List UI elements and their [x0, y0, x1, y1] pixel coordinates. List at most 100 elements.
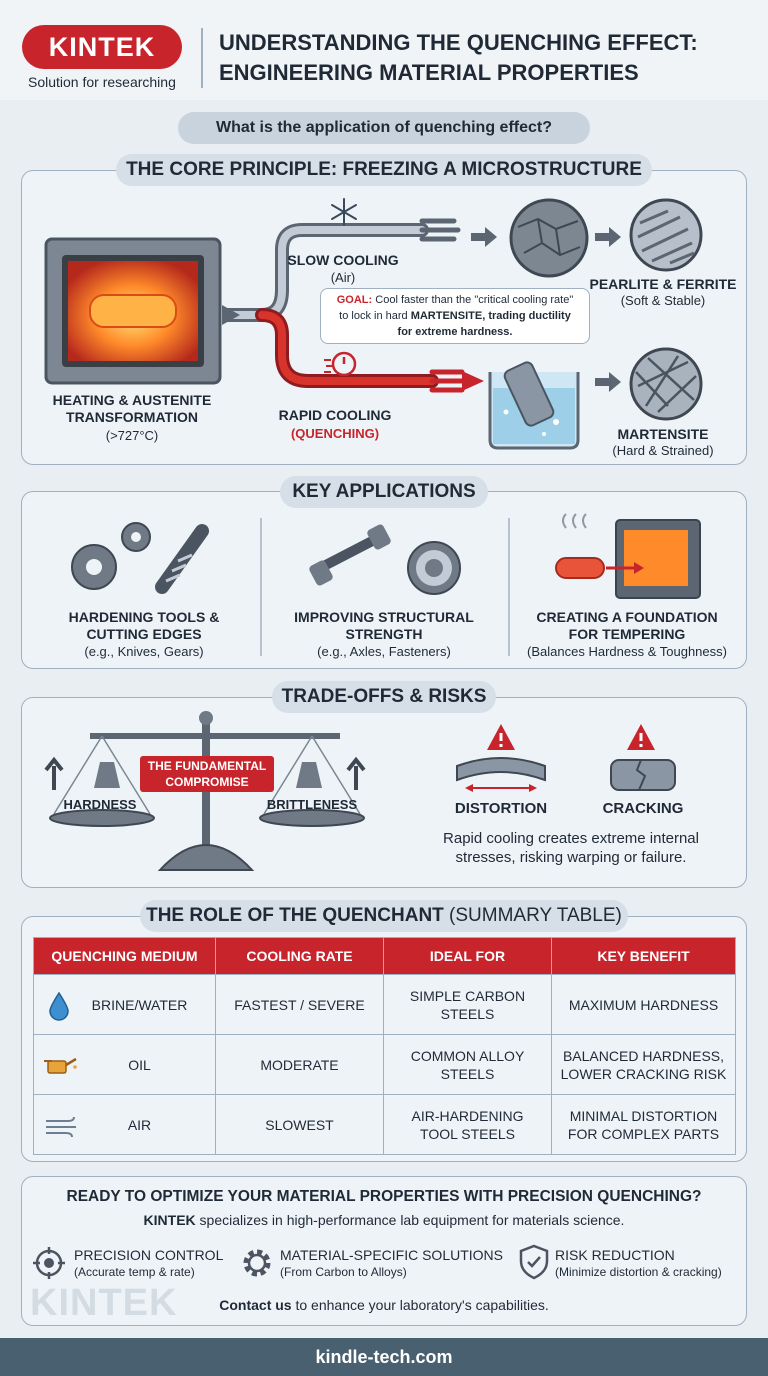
feature-1-title: PRECISION CONTROL: [74, 1247, 224, 1263]
app-2-line-2: STRENGTH: [345, 626, 423, 642]
rate-cell: MODERATE: [215, 1034, 384, 1095]
tempering-furnace-icon: [555, 513, 701, 599]
water-drop-icon: [49, 991, 69, 1021]
furnace-icon: [44, 237, 222, 385]
medium-cell: OIL: [33, 1034, 216, 1095]
core-principle-title: THE CORE PRINCIPLE: FREEZING A MICROSTRU…: [116, 154, 652, 186]
heating-temp: (>727°C): [105, 428, 159, 443]
benefit-line-1: MAXIMUM HARDNESS: [568, 996, 719, 1013]
col-ideal: IDEAL FOR: [383, 937, 552, 975]
ideal-line-1: SIMPLE CARBON: [409, 987, 526, 1004]
quenchant-title: THE ROLE OF THE QUENCHANT (SUMMARY TABLE…: [140, 900, 628, 932]
goal-line-1: Cool faster than the "critical cooling r…: [372, 294, 574, 306]
page-title-1: UNDERSTANDING THE QUENCHING EFFECT:: [219, 30, 698, 55]
col-benefit: KEY BENEFIT: [551, 937, 736, 975]
question-pill: What is the application of quenching eff…: [178, 112, 590, 144]
quenchant-title-bold: THE ROLE OF THE QUENCHANT: [146, 905, 444, 926]
tagline: Solution for researching: [28, 74, 176, 90]
rate-cell: SLOWEST: [215, 1094, 384, 1155]
feature-3-title: RISK REDUCTION: [555, 1247, 675, 1263]
benefit-line-1: MINIMAL DISTORTION: [569, 1107, 718, 1124]
heating-label-1: HEATING & AUSTENITE: [52, 392, 212, 408]
benefit-cell: BALANCED HARDNESS,LOWER CRACKING RISK: [551, 1034, 736, 1095]
benefit-line-2: FOR COMPLEX PARTS: [567, 1125, 720, 1142]
snowflake-icon: [331, 198, 357, 226]
gears-drill-icon: [71, 522, 209, 594]
benefit-cell: MAXIMUM HARDNESS: [551, 974, 736, 1035]
col-medium: QUENCHING MEDIUM: [33, 937, 216, 975]
app-2-sub: (e.g., Axles, Fasteners): [317, 644, 451, 659]
ideal-line-2: STEELS: [440, 1065, 495, 1082]
quench-tank-icon: [488, 361, 580, 450]
feature-2-sub: (From Carbon to Alloys): [280, 1265, 407, 1279]
tradeoffs-note-2: stresses, risking warping or failure.: [455, 849, 687, 866]
goal-prefix: GOAL:: [336, 294, 373, 306]
contact-link[interactable]: Contact us: [219, 1297, 292, 1313]
rapid-cooling-label: RAPID COOLING: [278, 407, 392, 423]
tradeoffs-title: TRADE-OFFS & RISKS: [272, 681, 496, 713]
app-1-line-2: CUTTING EDGES: [86, 626, 202, 642]
medium-cell: AIR: [33, 1094, 216, 1155]
table-header-row: QUENCHING MEDIUM COOLING RATE IDEAL FOR …: [33, 937, 736, 975]
medium-text: BRINE/WATER: [91, 996, 188, 1013]
rate-cell: FASTEST / SEVERE: [215, 974, 384, 1035]
wind-icon: [46, 1116, 76, 1137]
key-applications-title: KEY APPLICATIONS: [280, 476, 488, 508]
divider: [260, 518, 262, 656]
stopwatch-icon: [324, 351, 357, 377]
app-3-line-1: CREATING A FOUNDATION: [536, 609, 718, 625]
kintek-logo[interactable]: KINTEK: [22, 25, 182, 69]
compromise-line-1: THE FUNDAMENTAL: [147, 759, 267, 773]
slow-cooling-sub: (Air): [330, 270, 356, 285]
medium-text: OIL: [128, 1056, 151, 1073]
arrow-right-icon: [471, 227, 497, 247]
martensite-sub: (Hard & Strained): [612, 443, 714, 458]
kintek-watermark: KINTEK: [30, 1282, 178, 1324]
ideal-line-1: COMMON ALLOY: [410, 1047, 525, 1064]
tradeoffs-note-1: Rapid cooling creates extreme internal: [443, 830, 699, 847]
oil-can-icon: [44, 1057, 77, 1074]
compromise-line-2: COMPROMISE: [165, 775, 249, 789]
cracking-icon: [610, 759, 676, 791]
grain-structure-icon: [509, 198, 589, 278]
app-1-line-1: HARDENING TOOLS &: [68, 609, 220, 625]
pearlite-label: PEARLITE & FERRITE: [589, 276, 737, 292]
cta-brand: KINTEK: [143, 1212, 196, 1228]
cracking-label: CRACKING: [602, 800, 684, 817]
ideal-line-2: TOOL STEELS: [420, 1125, 515, 1142]
hardness-label: HARDNESS: [63, 797, 137, 812]
col-rate: COOLING RATE: [215, 937, 384, 975]
distortion-icon: [456, 757, 546, 792]
contact-rest: to enhance your laboratory's capabilitie…: [291, 1297, 549, 1313]
cta-title: READY TO OPTIMIZE YOUR MATERIAL PROPERTI…: [66, 1188, 702, 1205]
goal-bold: MARTENSITE, trading ductility: [410, 310, 571, 322]
medium-text: AIR: [127, 1116, 152, 1133]
goal-line-3: for extreme hardness.: [397, 326, 513, 338]
gear-icon: [243, 1249, 271, 1277]
medium-cell: BRINE/WATER: [33, 974, 216, 1035]
quenchant-title-rest: (SUMMARY TABLE): [443, 905, 622, 926]
table-row: BRINE/WATER FASTEST / SEVERE SIMPLE CARB…: [33, 974, 736, 1035]
distortion-label: DISTORTION: [454, 800, 548, 817]
feature-2-title: MATERIAL-SPECIFIC SOLUTIONS: [280, 1247, 503, 1263]
app-3-sub: (Balances Hardness & Toughness): [527, 644, 727, 659]
quenchant-table: QUENCHING MEDIUM COOLING RATE IDEAL FOR …: [33, 937, 736, 1155]
benefit-line-1: BALANCED HARDNESS,: [562, 1047, 725, 1064]
cta-line: KINTEK specializes in high-performance l…: [21, 1212, 747, 1228]
ideal-line-2: STEELS: [440, 1005, 495, 1022]
cta-line-rest: specializes in high-performance lab equi…: [195, 1212, 625, 1228]
compromise-badge: THE FUNDAMENTAL COMPROMISE: [140, 756, 274, 792]
footer-url[interactable]: kindle-tech.com: [0, 1338, 768, 1376]
brittleness-label: BRITTLENESS: [266, 797, 358, 812]
feature-1-sub: (Accurate temp & rate): [74, 1265, 195, 1279]
cooling-paths: [222, 218, 484, 393]
cta-panel: [21, 1176, 747, 1326]
warning-icon: [487, 724, 515, 750]
divider: [508, 518, 510, 656]
app-1-sub: (e.g., Knives, Gears): [84, 644, 204, 659]
